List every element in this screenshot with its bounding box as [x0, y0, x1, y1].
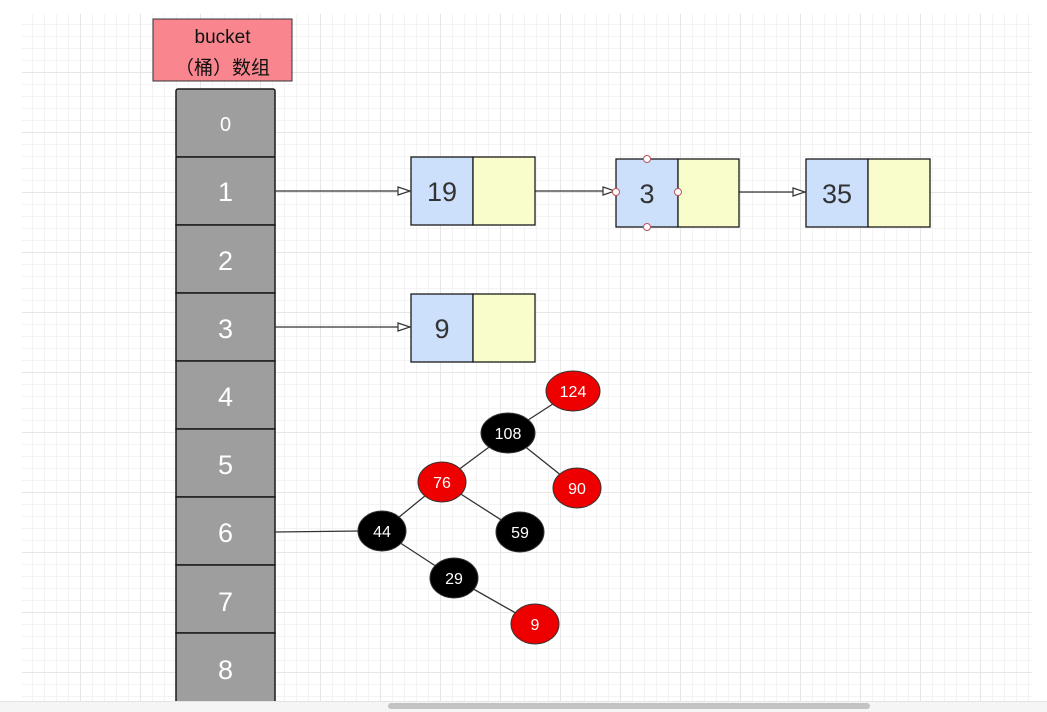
- tree-node-label: 59: [511, 525, 529, 542]
- tree-node-label: 9: [531, 617, 540, 634]
- bucket-index-1: 1: [218, 177, 233, 207]
- tree-node-label: 108: [495, 426, 522, 443]
- list-node-35[interactable]: 35: [805, 158, 931, 228]
- tree-node-label: 90: [568, 481, 586, 498]
- bucket-cell-2[interactable]: 2: [175, 224, 276, 294]
- bucket-index-4: 4: [218, 382, 233, 412]
- bucket-index-6: 6: [218, 518, 233, 548]
- bucket-index-3: 3: [218, 314, 233, 344]
- list-node-3[interactable]: 3: [612, 155, 740, 231]
- node-next-cell: [677, 158, 740, 228]
- connector-bucket6-to-44: [274, 530, 361, 533]
- selection-handle-top[interactable]: [643, 155, 651, 163]
- node-next-cell: [472, 156, 536, 226]
- tree-node-label: 44: [373, 524, 391, 541]
- tree-node-59[interactable]: 59: [495, 511, 545, 553]
- bucket-cell-1[interactable]: 1: [175, 156, 276, 226]
- selection-handle-bottom[interactable]: [643, 223, 651, 231]
- bucket-cell-4[interactable]: 4: [175, 360, 276, 430]
- tree-node-label: 124: [560, 384, 587, 401]
- tree-node-label: 29: [445, 571, 463, 588]
- bucket-index-2: 2: [218, 246, 233, 276]
- bucket-array: 0 1 2 3 4 5 6: [175, 88, 276, 711]
- bucket-index-0: 0: [220, 114, 231, 136]
- bucket-header-line2: （桶）数组: [175, 57, 270, 79]
- node-next-cell: [867, 158, 931, 228]
- tree-node-108[interactable]: 108: [480, 412, 536, 454]
- tree-node-76[interactable]: 76: [417, 461, 467, 503]
- horizontal-scrollbar-thumb[interactable]: [388, 703, 870, 709]
- bucket-cell-3[interactable]: 3: [175, 292, 276, 362]
- selection-handle-left[interactable]: [612, 188, 620, 196]
- bucket-header: bucket （桶）数组: [152, 18, 293, 82]
- tree-node-29[interactable]: 29: [429, 557, 479, 599]
- node-key-label: 3: [639, 179, 654, 209]
- bucket-cell-6[interactable]: 6: [175, 496, 276, 566]
- list-node-9[interactable]: 9: [410, 293, 536, 363]
- node-key-label: 9: [434, 314, 449, 344]
- bucket-index-5: 5: [218, 450, 233, 480]
- bucket-cell-0[interactable]: 0: [175, 88, 276, 158]
- bucket-cell-5[interactable]: 5: [175, 428, 276, 498]
- bucket-cell-7[interactable]: 7: [175, 564, 276, 634]
- linked-list-arrows: [275, 191, 805, 327]
- list-node-19[interactable]: 19: [410, 156, 536, 226]
- node-next-cell: [472, 293, 536, 363]
- node-key-cell: [410, 156, 474, 226]
- red-black-tree: 124 108 76 90 44 59: [274, 370, 602, 645]
- tree-node-44[interactable]: 44: [357, 510, 407, 552]
- tree-node-9[interactable]: 9: [510, 603, 560, 645]
- tree-node-label: 76: [433, 475, 451, 492]
- node-key-label: 19: [427, 177, 457, 207]
- tree-node-124[interactable]: 124: [545, 370, 601, 412]
- node-key-label: 35: [822, 179, 852, 209]
- bucket-cell-8[interactable]: 8: [175, 632, 276, 711]
- tree-node-90[interactable]: 90: [552, 467, 602, 509]
- bucket-index-8: 8: [218, 655, 233, 685]
- bucket-index-7: 7: [218, 587, 233, 617]
- bucket-header-line1: bucket: [195, 27, 252, 48]
- node-key-cell: [805, 158, 869, 228]
- selection-handle-right[interactable]: [674, 188, 682, 196]
